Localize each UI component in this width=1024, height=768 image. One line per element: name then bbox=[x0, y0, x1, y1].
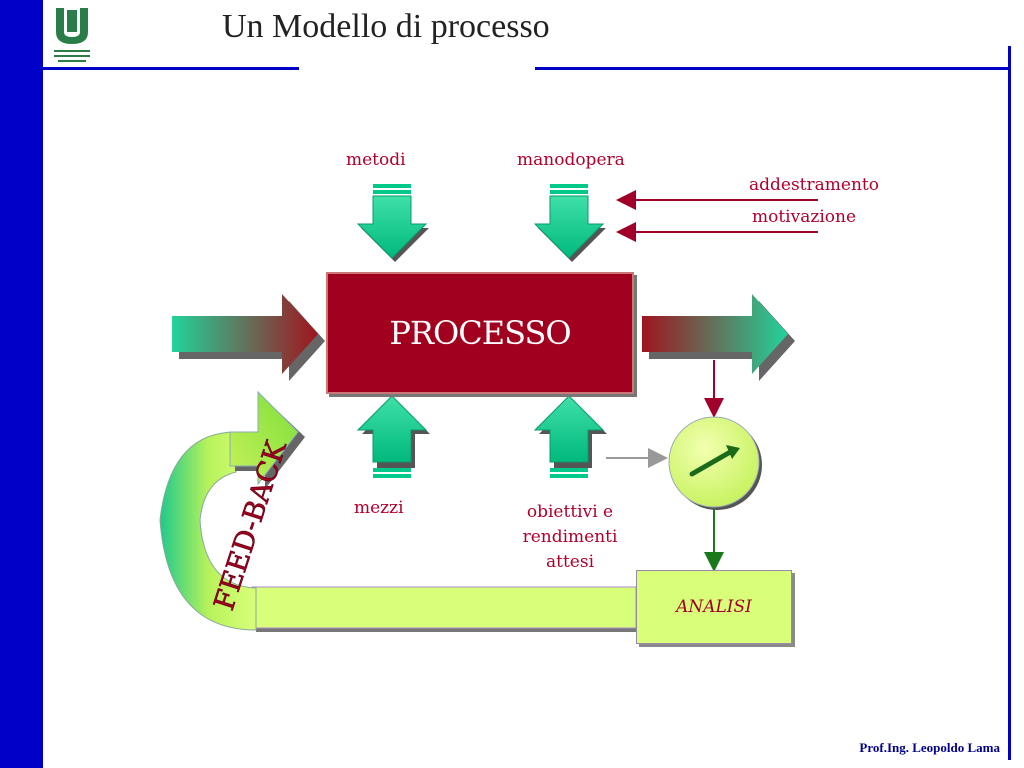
slide-title: Un Modello di processo bbox=[222, 8, 550, 45]
up-arrow-obiettivi bbox=[533, 395, 607, 478]
analisi-box: ANALISI bbox=[636, 570, 792, 644]
header-rule-right bbox=[535, 67, 1011, 70]
label-metodi: metodi bbox=[346, 150, 406, 170]
label-obiettivi: obiettivi e rendimenti attesi bbox=[514, 500, 626, 575]
feedback-arrow-head bbox=[229, 390, 305, 489]
gauge-icon bbox=[668, 416, 762, 510]
label-obiettivi-line-2: rendimenti bbox=[522, 527, 618, 547]
feedback-bar bbox=[251, 586, 640, 632]
label-addestramento: addestramento bbox=[749, 175, 879, 195]
output-arrow-right bbox=[642, 294, 795, 381]
label-obiettivi-line-1: obiettivi e bbox=[526, 502, 614, 522]
process-box: PROCESSO bbox=[326, 272, 634, 394]
label-motivazione: motivazione bbox=[752, 207, 857, 227]
header-rule-left bbox=[43, 67, 299, 70]
footer-author: Prof.Ing. Leopoldo Lama bbox=[859, 740, 1000, 755]
down-arrow-metodi bbox=[356, 184, 429, 262]
analisi-label: ANALISI bbox=[676, 597, 752, 617]
label-obiettivi-line-3: attesi bbox=[545, 552, 595, 572]
down-arrow-manodopera bbox=[533, 184, 606, 262]
input-arrow-left bbox=[172, 294, 325, 381]
label-manodopera: manodopera bbox=[517, 150, 625, 170]
feedback-curve bbox=[159, 431, 257, 631]
process-label: PROCESSO bbox=[389, 314, 571, 352]
right-blue-rule bbox=[1008, 46, 1011, 760]
left-blue-sidebar bbox=[0, 0, 43, 768]
up-arrow-mezzi bbox=[356, 395, 430, 478]
university-logo bbox=[52, 6, 92, 62]
label-mezzi: mezzi bbox=[354, 498, 404, 518]
